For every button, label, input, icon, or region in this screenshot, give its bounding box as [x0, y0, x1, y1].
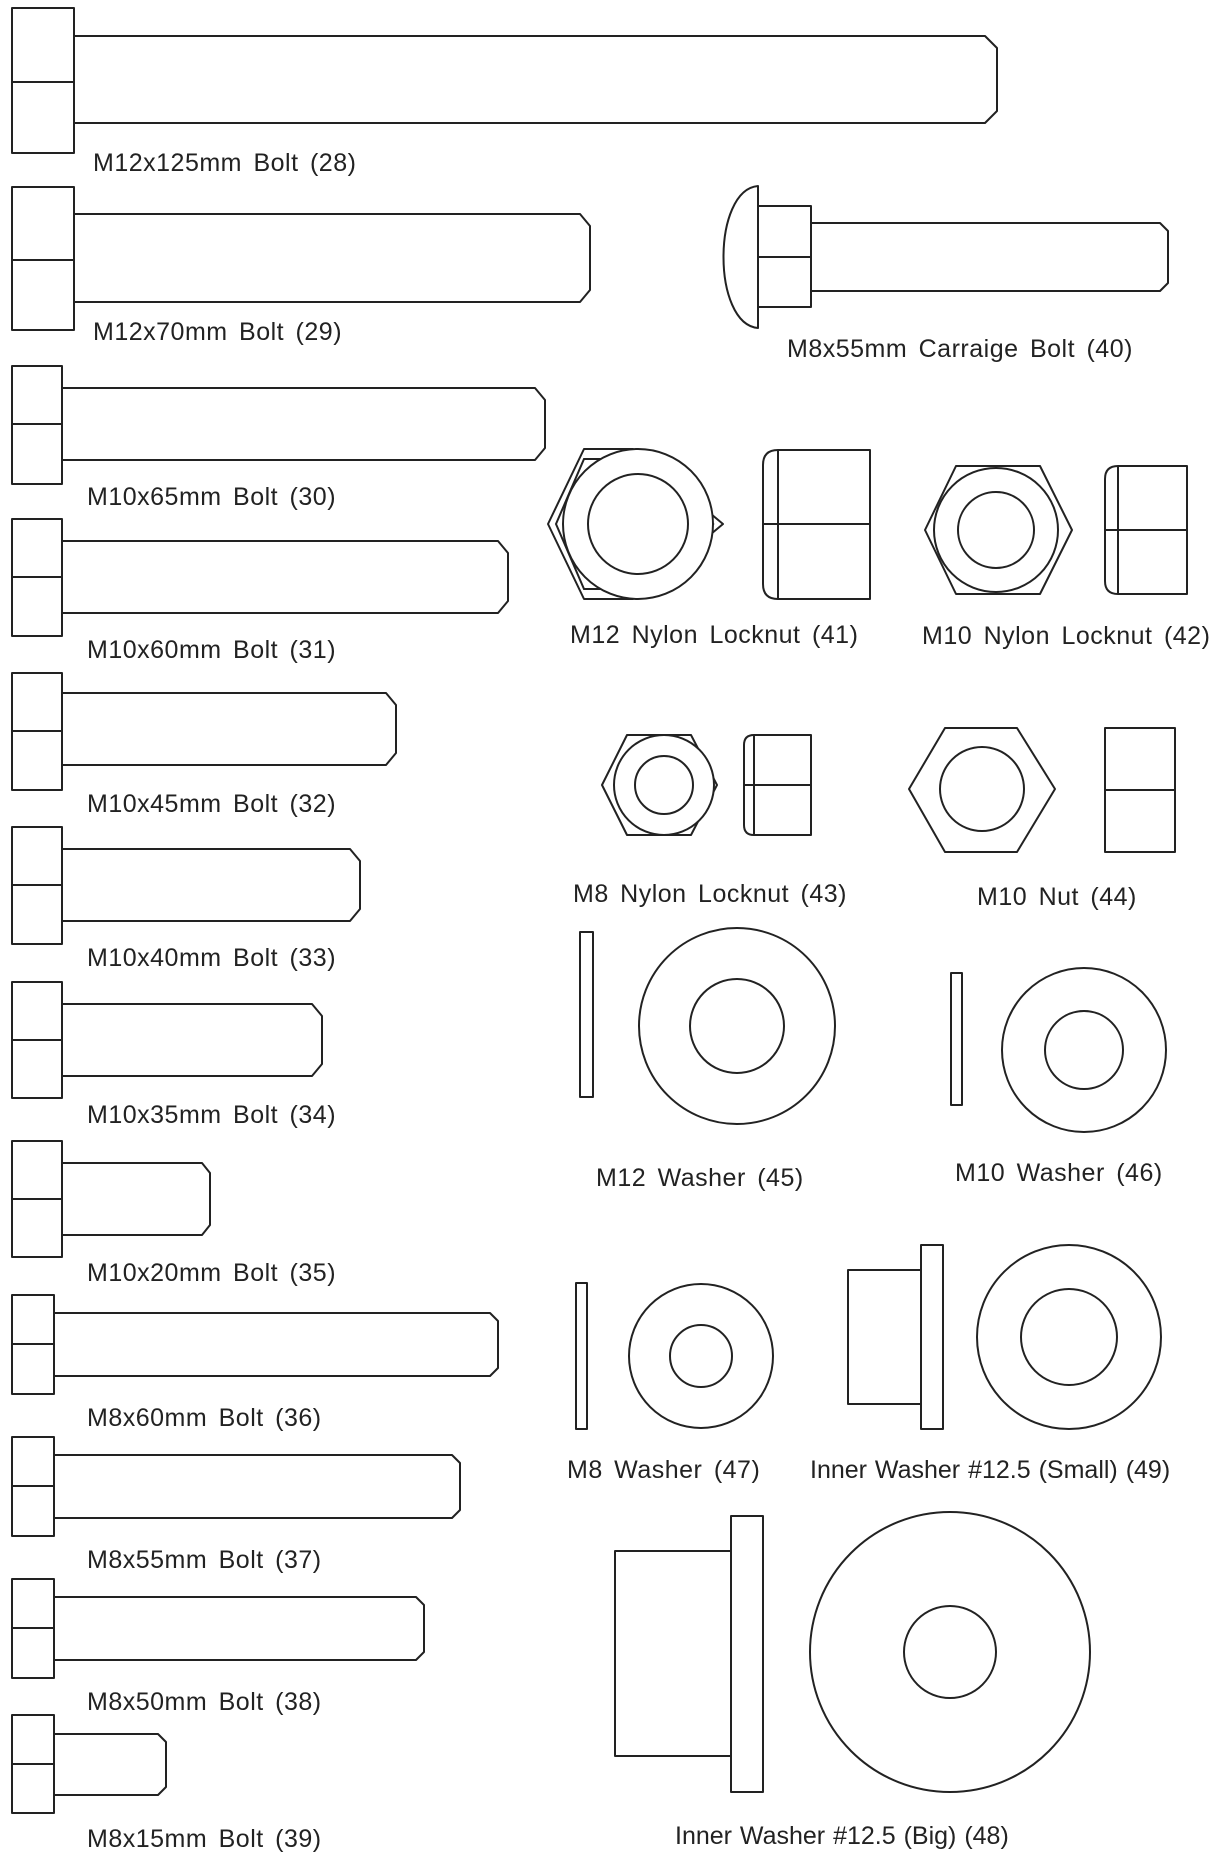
label-carriage-bolt-40: M8x55mm Carraige Bolt (40)	[787, 335, 1133, 363]
bolt-36-drawing	[11, 1294, 499, 1395]
bolt-37-drawing	[11, 1436, 461, 1537]
locknut-43-drawing	[601, 734, 812, 836]
washer-47-drawing	[575, 1282, 774, 1430]
label-bolt-38: M8x50mm Bolt (38)	[87, 1688, 322, 1716]
label-washer-46: M10 Washer (46)	[955, 1159, 1163, 1187]
label-bolt-28: M12x125mm Bolt (28)	[93, 149, 357, 177]
bolt-39-drawing	[11, 1714, 167, 1814]
label-bolt-36: M8x60mm Bolt (36)	[87, 1404, 322, 1432]
bolt-29-drawing	[11, 186, 591, 331]
label-washer-45: M12 Washer (45)	[596, 1164, 804, 1192]
locknut-41-drawing	[547, 448, 871, 600]
label-bolt-30: M10x65mm Bolt (30)	[87, 483, 337, 511]
inner-washer-48-drawing	[614, 1511, 1091, 1793]
nut-44-drawing	[908, 727, 1176, 853]
bolt-33-drawing	[11, 826, 361, 945]
bolt-35-drawing	[11, 1140, 211, 1258]
locknut-42-drawing	[924, 465, 1188, 595]
inner-washer-49-drawing	[847, 1244, 1162, 1430]
washer-45-drawing	[579, 927, 836, 1125]
label-bolt-39: M8x15mm Bolt (39)	[87, 1825, 322, 1853]
label-locknut-41: M12 Nylon Locknut (41)	[570, 621, 859, 649]
label-bolt-37: M8x55mm Bolt (37)	[87, 1546, 322, 1574]
label-bolt-34: M10x35mm Bolt (34)	[87, 1101, 337, 1129]
label-bolt-33: M10x40mm Bolt (33)	[87, 944, 337, 972]
label-bolt-29: M12x70mm Bolt (29)	[93, 318, 343, 346]
label-bolt-31: M10x60mm Bolt (31)	[87, 636, 337, 664]
washer-46-drawing	[950, 967, 1167, 1133]
bolt-38-drawing	[11, 1578, 425, 1679]
bolt-34-drawing	[11, 981, 323, 1099]
bolt-30-drawing	[11, 365, 546, 485]
label-washer-47: M8 Washer (47)	[567, 1456, 761, 1484]
bolt-32-drawing	[11, 672, 397, 791]
carriage-bolt-40-drawing	[722, 185, 1169, 329]
label-bolt-35: M10x20mm Bolt (35)	[87, 1259, 337, 1287]
label-inner-washer-48: Inner Washer #12.5 (Big) (48)	[675, 1822, 1009, 1850]
label-inner-washer-49: Inner Washer #12.5 (Small) (49)	[810, 1456, 1171, 1484]
label-bolt-32: M10x45mm Bolt (32)	[87, 790, 337, 818]
label-locknut-43: M8 Nylon Locknut (43)	[573, 880, 848, 908]
bolt-31-drawing	[11, 518, 509, 637]
bolt-28-drawing	[11, 7, 998, 154]
label-locknut-42: M10 Nylon Locknut (42)	[922, 622, 1211, 650]
label-nut-44: M10 Nut (44)	[977, 883, 1137, 911]
